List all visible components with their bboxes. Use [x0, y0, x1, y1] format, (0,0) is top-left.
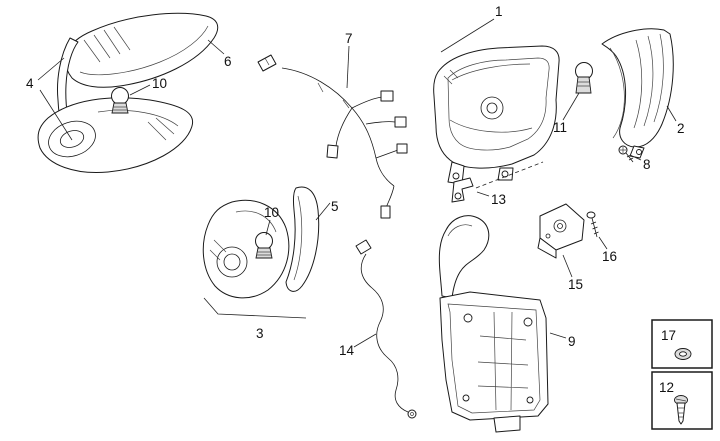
bulb-icon-11	[575, 62, 593, 94]
tail-light-lens	[601, 28, 674, 159]
wiring-harness	[257, 54, 408, 219]
callout-14: 14	[339, 343, 355, 358]
bulb-icon-10a	[111, 87, 129, 114]
turn-signal-lens-mid	[285, 186, 320, 292]
callout-10b: 10	[264, 205, 279, 220]
bulb-icon-10b	[255, 232, 273, 259]
turn-signal-housing-left	[37, 97, 194, 174]
washer-icon	[674, 348, 692, 360]
inset-box-17: 17	[651, 319, 713, 369]
callout-8: 8	[643, 157, 651, 172]
callout-4: 4	[26, 76, 34, 91]
leader-lines	[37, 18, 677, 348]
inset-box-12: 12	[651, 371, 713, 430]
tail-light-housing	[433, 45, 560, 185]
callout-2: 2	[677, 121, 685, 136]
screw-icon	[674, 395, 688, 425]
callout-16: 16	[602, 249, 617, 264]
turn-signal-housing-mid	[202, 199, 290, 299]
callout-3: 3	[256, 326, 264, 341]
callout-10a: 10	[152, 76, 167, 91]
callout-7: 7	[345, 31, 353, 46]
screw-8	[618, 145, 634, 163]
callout-9: 9	[568, 334, 576, 349]
support-bracket-13	[451, 161, 544, 203]
plate-bracket-arm	[438, 215, 490, 299]
lamp-cable	[355, 239, 417, 419]
front-lens-upper	[64, 12, 219, 88]
license-plate-bracket	[439, 291, 549, 433]
callout-13: 13	[491, 192, 506, 207]
inset-12-label: 12	[659, 380, 674, 395]
callout-11: 11	[553, 120, 567, 135]
callout-15: 15	[568, 277, 583, 292]
inset-17-label: 17	[661, 328, 676, 343]
callout-5: 5	[331, 199, 339, 214]
callout-1: 1	[495, 4, 503, 19]
lamp-screw-16	[586, 211, 599, 238]
callout-6: 6	[224, 54, 232, 69]
callout-labels: 1 2 3 4 5 6 7 8 9 10 10 11 13 14 15 16	[26, 4, 685, 358]
license-plate-lamp	[537, 203, 585, 259]
